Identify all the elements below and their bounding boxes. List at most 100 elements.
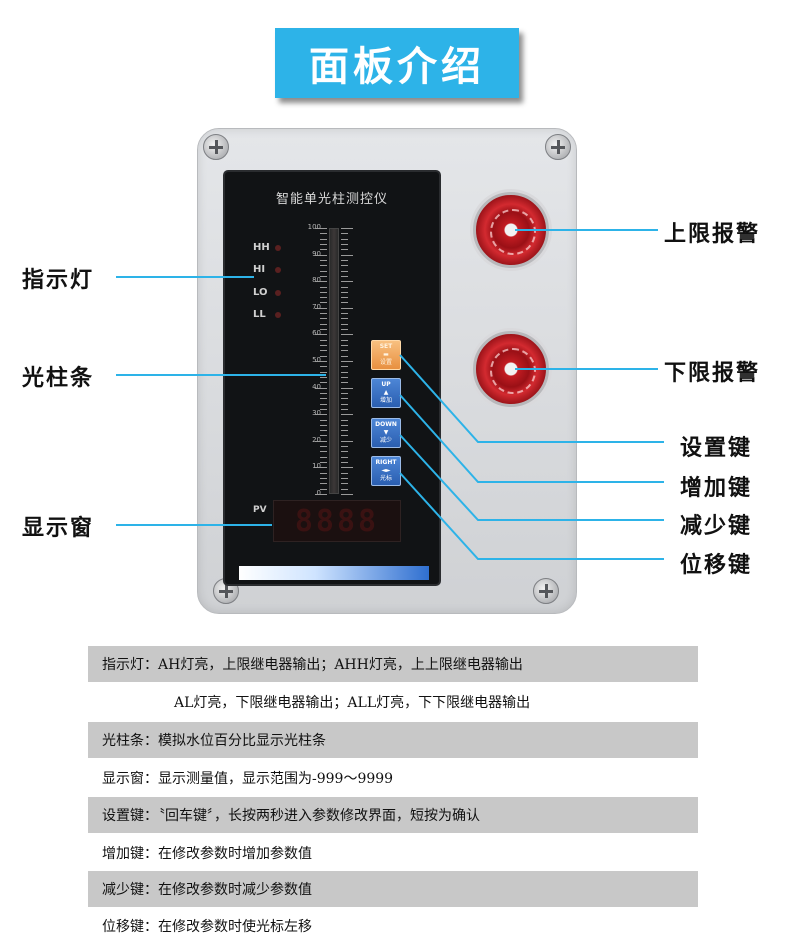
scale-tick	[320, 270, 327, 272]
scale-tick	[320, 451, 327, 453]
arrow-down-icon: ▼	[383, 429, 389, 436]
scale-tick	[341, 265, 348, 267]
scale-tick	[341, 339, 348, 341]
screw-icon	[203, 134, 229, 160]
scale-tick	[315, 467, 327, 469]
scale-tick	[320, 376, 327, 378]
scale-label: 50	[312, 356, 321, 364]
desc-row: 位移键：在修改参数时使光标左移	[102, 919, 312, 935]
scale-tick	[320, 259, 327, 261]
scale-tick	[341, 286, 348, 288]
scale-tick	[341, 483, 348, 485]
scale-label: 20	[312, 435, 321, 444]
up-button[interactable]: UP ▲ 增加	[371, 378, 401, 408]
scale-tick	[320, 456, 327, 458]
set-button[interactable]: SET ▬ 设置	[371, 340, 401, 370]
scale-tick	[341, 350, 348, 352]
scale-tick	[341, 243, 348, 245]
scale-tick	[341, 494, 353, 495]
scale-tick	[341, 323, 348, 325]
right-button[interactable]: RIGHT ◄► 光标	[371, 456, 401, 486]
scale-tick	[315, 254, 327, 256]
scale-tick	[320, 275, 327, 277]
scale-tick	[341, 334, 353, 336]
scale-tick	[341, 361, 353, 362]
right-key-label: RIGHT	[375, 459, 397, 466]
desc-row: 减少键：在修改参数时减少参数值	[88, 871, 698, 907]
scale-tick	[315, 228, 327, 229]
scale-tick	[320, 350, 327, 352]
scale-tick	[315, 361, 327, 362]
scale-tick	[341, 259, 348, 261]
scale-tick	[315, 494, 327, 495]
lamp-label-lo: LO	[253, 287, 268, 298]
callout-upper-alarm: 上限报警	[664, 221, 761, 247]
scale-label: 80	[312, 276, 321, 285]
callout-line	[116, 374, 326, 376]
scale-tick	[341, 403, 348, 405]
page-title: 面板介绍	[309, 43, 485, 90]
scale-tick	[341, 297, 348, 299]
enter-icon: ▬	[383, 351, 389, 358]
scale-tick	[320, 249, 327, 251]
display-digits: 8888	[294, 503, 380, 539]
up-key-sub: 增加	[379, 397, 392, 404]
scale-label: 40	[312, 382, 321, 391]
scale-tick	[320, 238, 327, 240]
down-button[interactable]: DOWN ▼ 减少	[371, 418, 401, 448]
scale-tick	[341, 382, 348, 384]
scale-tick	[341, 355, 348, 357]
scale-label: 30	[312, 409, 321, 418]
scale-tick	[341, 281, 353, 283]
scale-tick	[315, 334, 327, 336]
set-key-label: SET	[379, 343, 393, 350]
scale-tick	[341, 446, 348, 448]
scale-tick	[320, 302, 327, 304]
set-key-leader	[399, 354, 664, 443]
scale-tick	[341, 313, 348, 315]
screw-icon	[533, 578, 559, 604]
scale-tick	[320, 318, 327, 320]
lamp-label-ll: LL	[253, 309, 266, 320]
desc-row: AL灯亮，下限继电器输出；ALL灯亮，下下限继电器输出	[174, 695, 531, 711]
scale-tick	[341, 254, 353, 256]
scale-tick	[341, 414, 353, 416]
bargraph-tube	[329, 228, 339, 494]
scale-tick	[320, 366, 327, 368]
right-key-sub: 光标	[379, 475, 392, 482]
title-banner: 面板介绍	[275, 28, 519, 98]
panel-title: 智能单光柱测控仪	[275, 192, 388, 207]
lamp-label-hi: HI	[253, 264, 266, 275]
scale-tick	[341, 275, 348, 277]
scale-tick	[315, 281, 327, 283]
desc-row: 光柱条：模拟水位百分比显示光柱条	[88, 722, 698, 758]
scale-tick	[320, 382, 327, 384]
set-key-sub: 设置	[379, 359, 392, 366]
scale-tick	[320, 233, 327, 235]
callout-down-key: 减少键	[680, 513, 753, 539]
scale-tick	[320, 392, 327, 394]
scale-tick	[341, 329, 348, 331]
scale-tick	[341, 270, 348, 272]
scale-tick	[341, 419, 348, 421]
scale-tick	[320, 398, 327, 400]
callout-lower-alarm: 下限报警	[664, 360, 761, 386]
scale-tick	[341, 398, 348, 400]
scale-label: 90	[312, 249, 321, 258]
scale-tick	[315, 387, 327, 389]
scale-tick	[315, 440, 327, 442]
pv-label: PV	[253, 505, 267, 515]
callout-set-key: 设置键	[680, 435, 753, 461]
scale-tick	[341, 387, 353, 389]
callout-indicator: 指示灯	[22, 267, 95, 293]
scale-tick	[341, 462, 348, 464]
callout-line	[116, 276, 254, 278]
scale-tick	[320, 419, 327, 421]
scale-tick	[341, 302, 348, 304]
scale-tick	[341, 478, 348, 480]
callout-line	[515, 368, 658, 370]
scale-tick	[341, 392, 348, 394]
scale-tick	[341, 467, 353, 469]
